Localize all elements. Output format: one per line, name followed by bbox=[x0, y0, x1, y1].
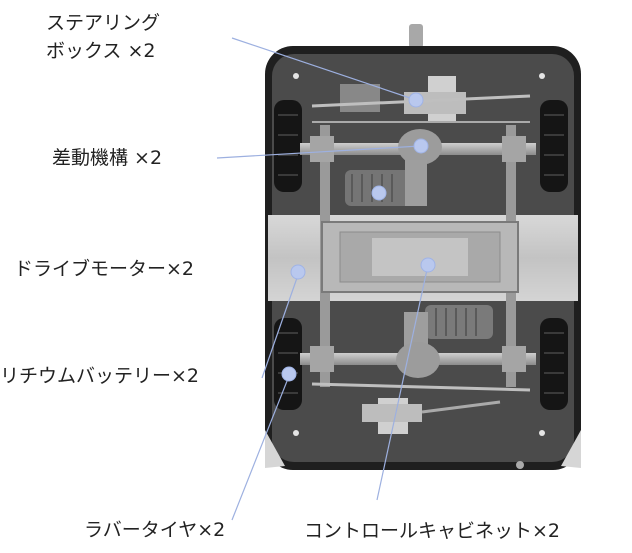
differential-lower bbox=[300, 342, 536, 378]
label-lithium-battery: リチウムバッテリー×2 bbox=[0, 365, 200, 387]
marker-control-cabinet bbox=[420, 257, 436, 273]
rubber-tires bbox=[274, 100, 568, 410]
marker-drive-motor bbox=[371, 185, 387, 201]
marker-battery bbox=[290, 264, 306, 280]
bumper-right bbox=[561, 430, 581, 468]
label-control-cabinet: コントロールキャビネット×2 bbox=[304, 520, 561, 542]
bumper-left bbox=[265, 430, 285, 468]
label-steering-box-line2: ボックス ×2 bbox=[46, 40, 156, 62]
marker-steering-box bbox=[408, 92, 424, 108]
control-cabinet bbox=[321, 221, 519, 293]
label-rubber-tire: ラバータイヤ×2 bbox=[84, 519, 226, 541]
label-steering-box-line1: ステアリング bbox=[46, 12, 161, 34]
marker-dots bbox=[281, 92, 436, 382]
label-drive-motor: ドライブモーター×2 bbox=[14, 258, 195, 280]
top-sensor bbox=[409, 24, 423, 48]
leader-lines bbox=[216, 37, 429, 521]
label-differential: 差動機構 ×2 bbox=[52, 147, 163, 169]
marker-rubber-tire bbox=[281, 366, 297, 382]
marker-differential bbox=[413, 138, 429, 154]
